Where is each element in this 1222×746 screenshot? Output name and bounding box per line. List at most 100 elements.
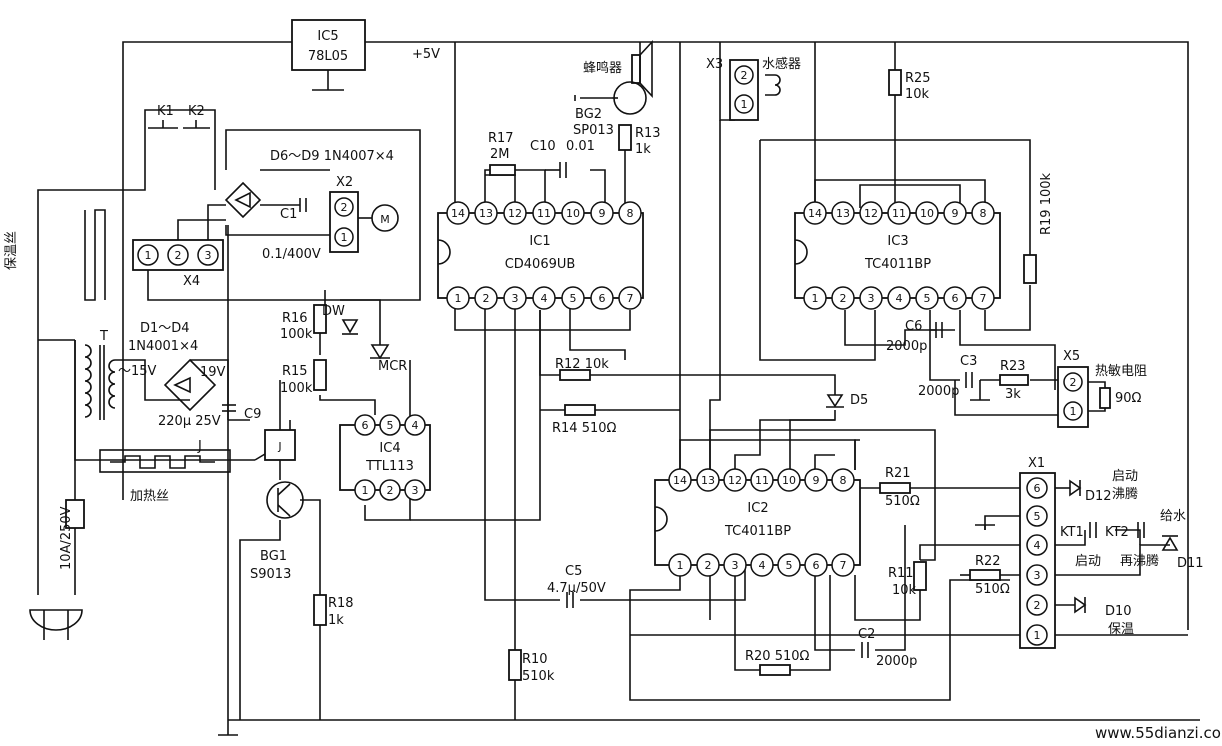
resistor-r10: R10 510k [508, 649, 555, 684]
svg-text:6: 6 [813, 559, 820, 572]
svg-text:11: 11 [537, 207, 551, 220]
bg2-label: BG2 [575, 107, 602, 122]
ic4-ttl113: 6 5 4 1 2 3 IC4 TTL113 [339, 414, 431, 501]
x1-label: X1 [1028, 456, 1045, 471]
svg-text:9: 9 [599, 207, 606, 220]
motor-m: M [371, 204, 399, 232]
svg-text:13: 13 [836, 207, 850, 220]
svg-text:3: 3 [512, 292, 519, 305]
ic3-pins: 14 13 12 11 10 9 8 1 2 3 4 5 6 7 [803, 201, 995, 310]
ic1-cd4069ub: IC1 CD4069UB [437, 212, 644, 299]
resistor-r18: R18 1k [313, 594, 354, 628]
r25-label: R25 [905, 71, 931, 86]
ic5-regulator: IC5 78L05 [291, 19, 366, 71]
svg-text:11: 11 [892, 207, 906, 220]
c5-value: 4.7µ/50V [547, 581, 606, 596]
watermark: www.55dianzi.com [1095, 724, 1222, 742]
svg-text:1: 1 [812, 292, 819, 305]
ic1-pins: 14 13 12 11 10 9 8 1 2 3 4 5 6 7 [446, 201, 642, 310]
svg-text:12: 12 [864, 207, 878, 220]
bridge-d6-d9: D6～D9 1N4007×4 [224, 149, 394, 219]
svg-text:4: 4 [896, 292, 903, 305]
x1-pin4: 4 [1034, 539, 1041, 552]
resistor-r20: R20 510Ω [745, 649, 810, 676]
d1-d4-part: 1N4001×4 [128, 339, 198, 354]
svg-text:2: 2 [387, 484, 394, 497]
transformer-label: T [99, 329, 108, 344]
svg-text:5: 5 [924, 292, 931, 305]
svg-text:1: 1 [455, 292, 462, 305]
r11-label: R11 [888, 566, 914, 581]
r17-label: R17 [488, 131, 514, 146]
svg-text:12: 12 [508, 207, 522, 220]
switch-k1: K1 [148, 104, 178, 129]
svg-text:1: 1 [741, 98, 748, 111]
svg-text:14: 14 [673, 474, 687, 487]
bg1-label: BG1 [260, 549, 287, 564]
ic2-tc4011bp: IC2 TC4011BP [654, 479, 861, 566]
svg-text:4: 4 [541, 292, 548, 305]
c5-label: C5 [565, 564, 582, 579]
svg-text:2: 2 [1070, 376, 1077, 389]
r25-value: 10k [905, 87, 930, 102]
dw-label: DW [322, 304, 345, 319]
ic2-label: IC2 [747, 501, 768, 516]
x5-label: X5 [1063, 349, 1080, 364]
led-d10: D10 保温 [1074, 596, 1134, 637]
svg-text:2: 2 [483, 292, 490, 305]
c6-label: C6 [905, 319, 922, 334]
heating-wire: 加热丝 [99, 449, 231, 504]
c2-label: C2 [858, 627, 875, 642]
capacitor-c5: C5 4.7µ/50V [547, 564, 606, 608]
svg-text:13: 13 [701, 474, 715, 487]
led-d11: 给水 D11 [1160, 509, 1204, 571]
svg-text:7: 7 [627, 292, 634, 305]
diode-d5: D5 [826, 393, 868, 408]
svg-text:3: 3 [868, 292, 875, 305]
r17-value: 2M [490, 147, 510, 162]
capacitor-c10: C10 0.01 [530, 139, 595, 178]
x3-label: X3 [706, 57, 723, 72]
svg-text:11: 11 [755, 474, 769, 487]
svg-text:8: 8 [840, 474, 847, 487]
svg-text:7: 7 [840, 559, 847, 572]
ic3-part: TC4011BP [864, 257, 931, 272]
out-voltage: 19V [200, 365, 226, 380]
r10-value: 510k [522, 669, 555, 684]
c9-value: 220µ 25V [158, 414, 221, 429]
heat-wire-label: 加热丝 [130, 489, 169, 504]
x4-pin3: 3 [205, 249, 212, 262]
ic5-part: 78L05 [308, 49, 348, 64]
resistor-r17: R17 2M [488, 131, 516, 176]
svg-text:10: 10 [920, 207, 934, 220]
capacitor-c6: C6 2000p [886, 319, 943, 354]
r14-label: R14 510Ω [552, 421, 617, 436]
r23-value: 3k [1005, 387, 1021, 402]
svg-text:8: 8 [627, 207, 634, 220]
led-d12: D12 启动 沸腾 [1069, 469, 1138, 504]
switch-kt1: KT1 启动 [1060, 522, 1101, 569]
c1-label: C1 [280, 207, 297, 222]
svg-text:5: 5 [387, 419, 394, 432]
k1-label: K1 [157, 104, 174, 119]
thermistor-label: 热敏电阻 [1095, 364, 1147, 379]
svg-text:5: 5 [570, 292, 577, 305]
x1-pin1: 1 [1034, 629, 1041, 642]
svg-text:12: 12 [728, 474, 742, 487]
connector-x5: 2 1 X5 热敏电阻 90Ω [1057, 349, 1147, 428]
svg-text:13: 13 [479, 207, 493, 220]
d10-label: D10 [1105, 604, 1132, 619]
r21-value: 510Ω [885, 494, 920, 509]
feed-water-label: 给水 [1160, 509, 1186, 524]
x4-pin2: 2 [175, 249, 182, 262]
bridge-d6-label: D6～D9 1N4007×4 [270, 149, 394, 164]
r18-value: 1k [328, 613, 344, 628]
r12-label: R12 10k [555, 357, 609, 372]
switch-k2: K2 [183, 104, 210, 129]
resistor-r15: R15 100k [280, 359, 327, 396]
fuse-label: 10A/250V [59, 506, 74, 570]
connector-x3: 2 1 X3 水感器 [706, 56, 801, 121]
r11-value: 10k [892, 583, 917, 598]
resistor-r14: R14 510Ω [552, 404, 617, 436]
thermistor-value: 90Ω [1115, 391, 1142, 406]
